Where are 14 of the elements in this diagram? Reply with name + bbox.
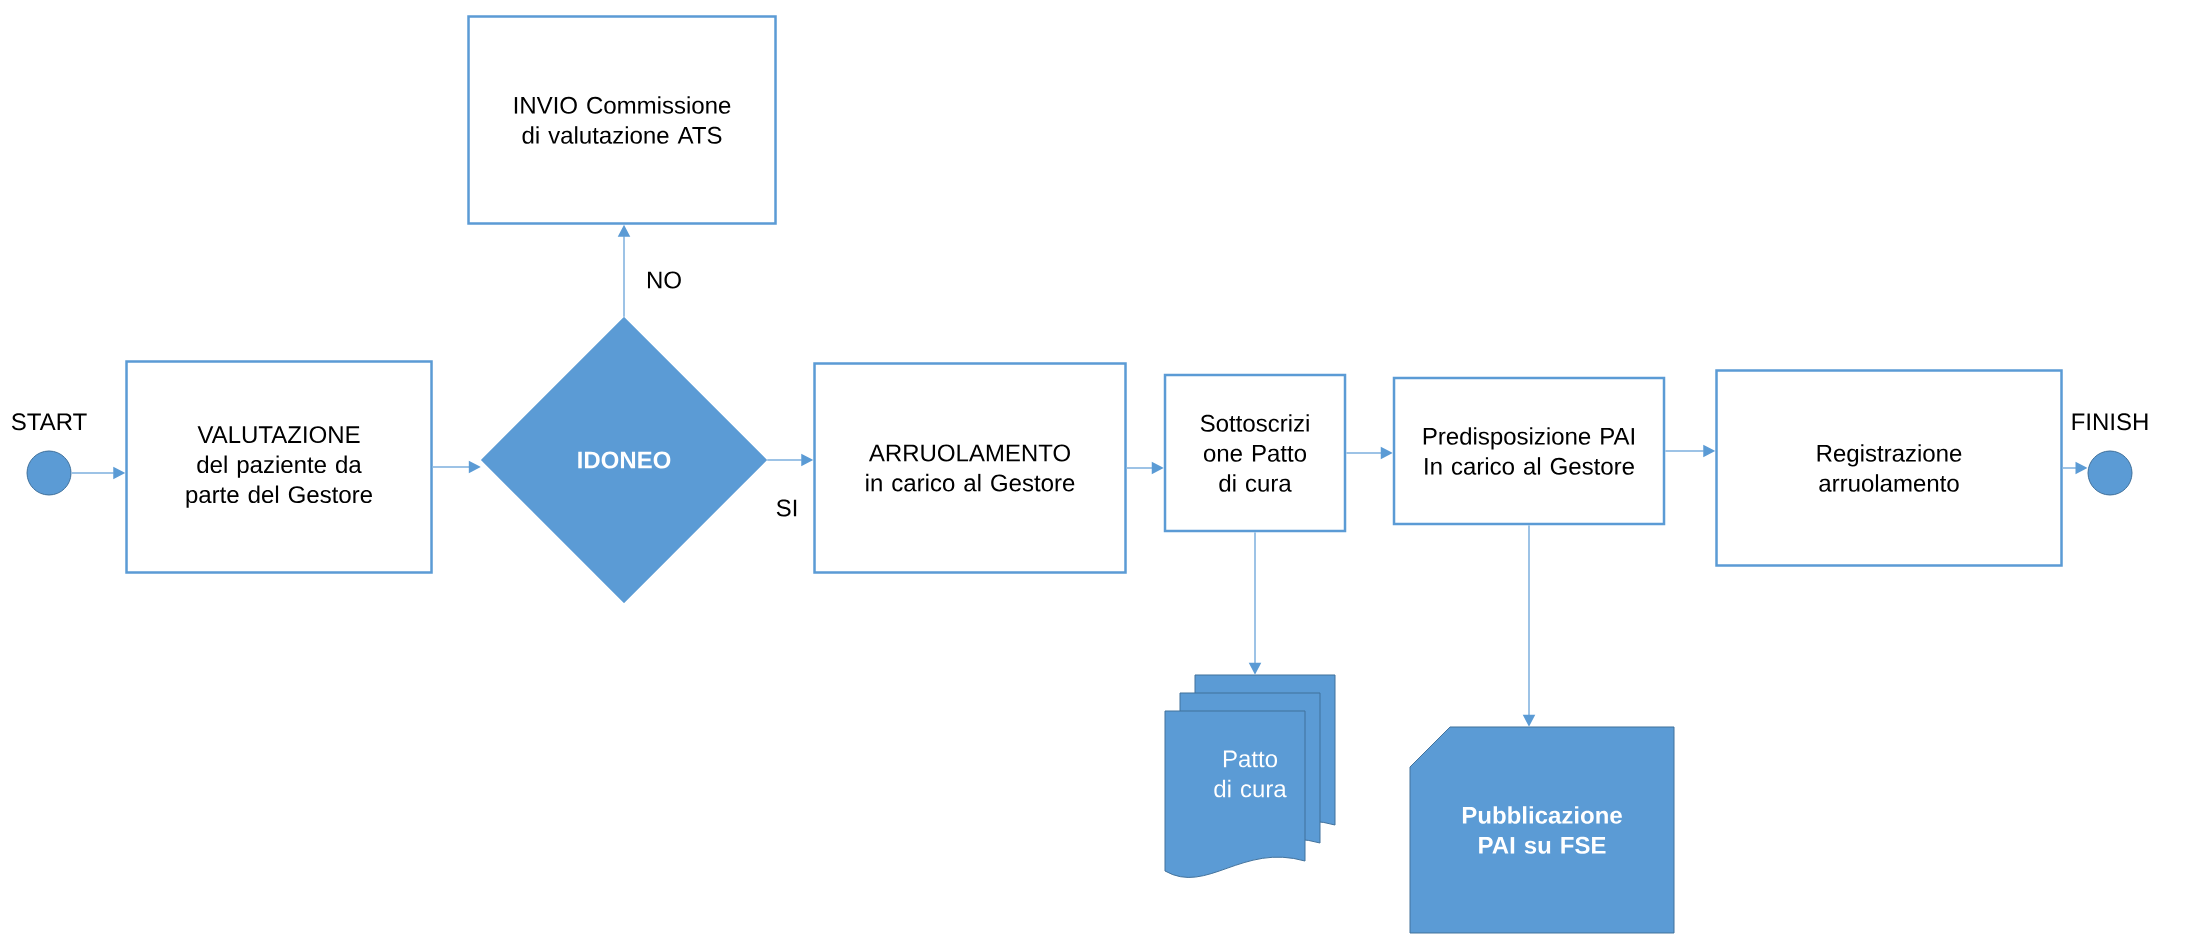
terminal-label: START: [11, 413, 87, 431]
edge-label: NO: [644, 269, 684, 291]
edge-label: SI: [773, 497, 801, 519]
terminal-circle: [2087, 450, 2133, 496]
process-box: Sottoscrizi one Patto di cura: [1163, 373, 1347, 533]
document-stack: Patto di cura: [1164, 674, 1336, 878]
document-card: Pubblicazione PAI su FSE: [1409, 726, 1675, 934]
process-box: Predisposizione PAI In carico al Gestore: [1392, 376, 1666, 526]
terminal-circle: [26, 450, 72, 496]
process-box: ARRUOLAMENTO in carico al Gestore: [813, 362, 1127, 574]
process-box: Registrazione arruolamento: [1715, 369, 2063, 567]
terminal-label: FINISH: [2072, 413, 2148, 431]
process-box: INVIO Commissione di valutazione ATS: [467, 15, 777, 225]
process-box: VALUTAZIONE del paziente da parte del Gestore: [125, 360, 433, 574]
